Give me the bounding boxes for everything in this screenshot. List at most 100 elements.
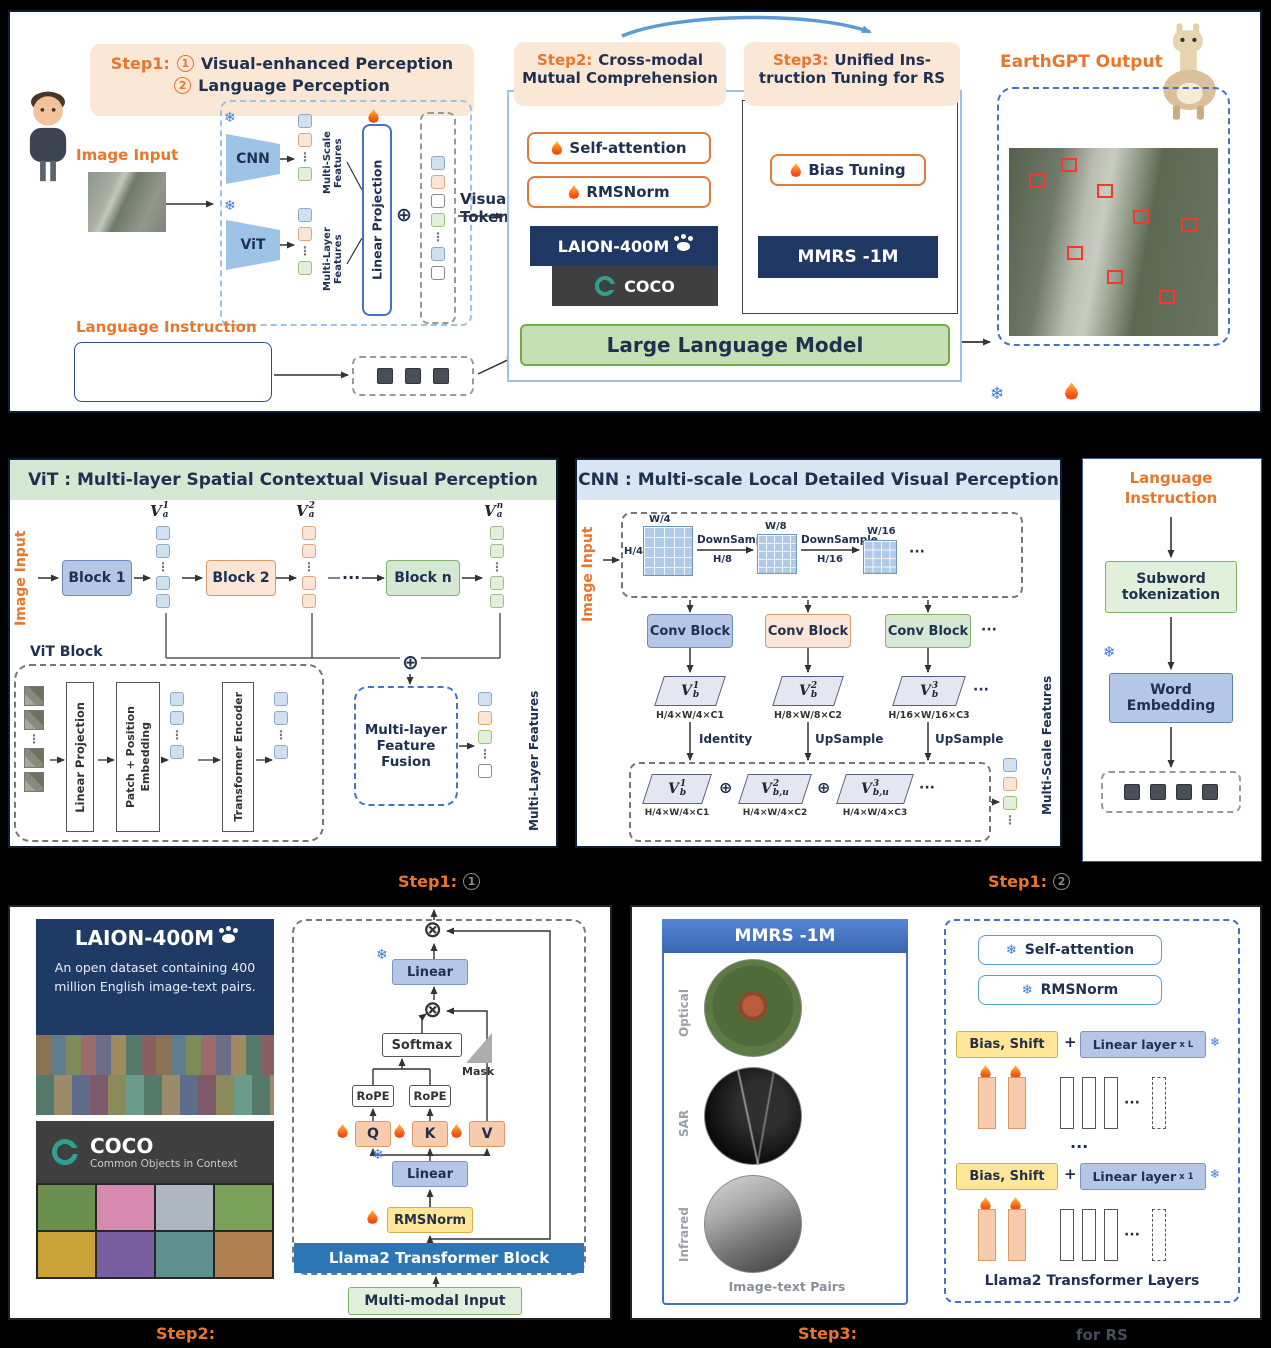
rmsnorm-box: RMSNorm xyxy=(387,1207,473,1233)
earthgpt-output-label: EarthGPT Output xyxy=(1000,52,1163,72)
laion-card-title-row: LAION-400M xyxy=(36,919,274,957)
otimes-icon: ⊗ xyxy=(423,997,443,1023)
language-instruction-label: Language Instruction xyxy=(76,318,257,336)
dim2b-label: H/4×W/4×C2 xyxy=(742,808,808,818)
feature-square xyxy=(170,745,184,759)
step1-2-caption: Step1: 2 xyxy=(988,872,1071,891)
visual-token-column: ⋮ xyxy=(420,112,456,324)
coco-card-text: COCO Common Objects in Context xyxy=(90,1134,238,1170)
oplus-icon: ⊕ xyxy=(817,778,831,797)
fire-icon xyxy=(1010,1197,1021,1211)
self-attention-box: Self-attention xyxy=(527,132,711,164)
vertical-ellipsis: ⋮ xyxy=(299,150,311,164)
feature-square xyxy=(302,526,316,540)
fire-icon xyxy=(980,1197,991,1211)
detection-box xyxy=(1159,290,1175,304)
vit-block1: Block 1 xyxy=(62,560,132,596)
fire-icon xyxy=(551,141,563,155)
transformer-encoder-vbox: Transformer Encoder xyxy=(222,682,254,832)
va1-column: ⋮ xyxy=(156,526,170,608)
text-token-box xyxy=(352,356,474,396)
vertical-ellipsis: ⋮ xyxy=(303,560,315,574)
feature-square xyxy=(302,594,316,608)
math-base: V xyxy=(761,781,772,797)
ellipsis: ··· xyxy=(1124,1095,1140,1111)
plus-icon: + xyxy=(1064,1165,1077,1183)
rmsnorm-label: RMSNorm xyxy=(586,183,670,201)
overview-panel: Image Input Step1: 1 Visual-enhanced Per… xyxy=(8,10,1262,413)
fire-icon xyxy=(1010,1065,1021,1079)
mmrs-label: MMRS -1M xyxy=(797,247,899,267)
text-token xyxy=(433,368,449,384)
laion-title: LAION-400M xyxy=(74,926,215,950)
vit-blockn: Block n xyxy=(386,560,460,596)
feature-square xyxy=(298,114,312,128)
collage-cell xyxy=(215,1185,272,1230)
fire-icon xyxy=(368,109,379,123)
va2-column: ⋮ xyxy=(302,526,316,608)
linear-projection-vbox: Linear Projection xyxy=(66,682,94,832)
w4-label: W/4 xyxy=(649,514,671,525)
multi-scale-features-label: Multi-Scale Features xyxy=(1040,675,1054,815)
collage-cell xyxy=(97,1185,154,1230)
language-instruction-input[interactable] xyxy=(74,342,272,402)
step2-label: Step2: xyxy=(536,51,593,69)
llama-block-title: Llama2 Transformer Block xyxy=(294,1243,584,1273)
collage-cell xyxy=(156,1232,213,1277)
fire-icon xyxy=(980,1065,991,1079)
paw-icon xyxy=(674,235,691,251)
user-avatar xyxy=(14,86,84,202)
token-square xyxy=(431,156,445,170)
step2-text2: Mutual Comprehension xyxy=(522,69,718,87)
laion-description: An open dataset containing 400 million E… xyxy=(54,960,256,994)
feature-square xyxy=(156,576,170,590)
fusion-box xyxy=(629,762,991,842)
identity-label: Identity xyxy=(699,732,753,746)
rmsnorm-label: RMSNorm xyxy=(1040,982,1119,998)
feature-square xyxy=(478,764,492,778)
text-token xyxy=(405,368,421,384)
language-panel: Language Instruction Subword tokenizatio… xyxy=(1082,458,1262,862)
feature-square xyxy=(274,692,288,706)
sar-sample-image xyxy=(704,1067,802,1165)
llama-layers-box xyxy=(944,919,1240,1303)
dim3-label: H/16×W/16×C3 xyxy=(888,710,970,721)
multi-scale-feature-column: ⋮ xyxy=(298,114,312,181)
laion-label: LAION-400M xyxy=(557,236,670,256)
feature-map-w4 xyxy=(643,526,693,576)
step3-line1: Step3: Unified Ins- xyxy=(744,51,960,69)
frozen-legend-icon: ❄ xyxy=(990,384,1005,404)
step1-text2: Language Perception xyxy=(198,76,390,95)
math-base: V xyxy=(150,502,162,520)
snowflake-icon: ❄ xyxy=(1210,1035,1221,1049)
image-patch xyxy=(24,748,44,768)
llama-layers-label: Llama2 Transformer Layers xyxy=(984,1273,1200,1289)
encoded-column: ⋮ xyxy=(274,692,288,759)
token-square xyxy=(431,266,445,280)
math-sup: 1 xyxy=(162,501,169,511)
snowflake-icon: ❄ xyxy=(224,198,236,214)
frozen-weight-bar xyxy=(1104,1209,1118,1261)
step1-caption-label: Step1: xyxy=(398,872,458,891)
fire-icon xyxy=(367,1210,378,1224)
step2-text1: Cross-modal xyxy=(598,51,704,69)
conv-block-1: Conv Block xyxy=(647,614,733,648)
vit-panel: ViT : Multi-layer Spatial Contextual Vis… xyxy=(8,458,558,848)
optical-sample-image xyxy=(704,959,802,1057)
detection-box xyxy=(1061,158,1077,172)
feature-square xyxy=(1003,758,1017,772)
detection-box xyxy=(1067,246,1083,260)
pyramid-box xyxy=(621,512,1023,598)
step1-1-caption: Step1: 1 xyxy=(398,872,481,891)
frozen-weight-bar xyxy=(1060,1077,1074,1129)
multi-layer-features-label: Multi-Layer Features xyxy=(322,227,344,291)
feature-square xyxy=(170,711,184,725)
feature-square xyxy=(490,594,504,608)
circled-1-icon: 1 xyxy=(463,873,481,890)
